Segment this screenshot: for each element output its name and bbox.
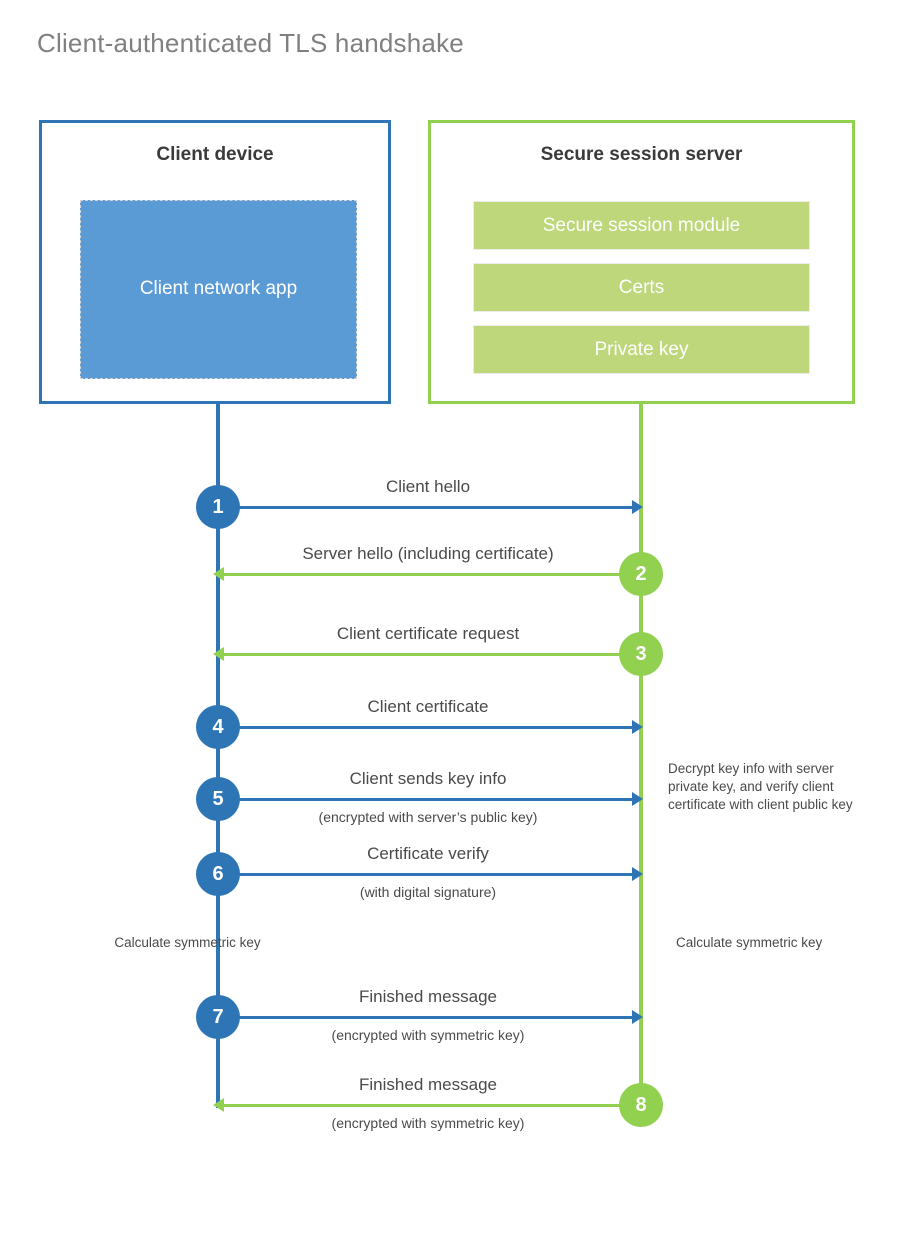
arrow-head-icon-2 (213, 567, 224, 581)
arrow-line-7 (218, 1016, 634, 1019)
message-sublabel-7: (encrypted with symmetric key) (331, 1027, 525, 1043)
secure-session-server-title: Secure session server (540, 144, 743, 165)
message-label-4: Client certificate (367, 697, 489, 716)
server-module-certs: Certs (473, 263, 810, 312)
arrow-line-5 (218, 798, 634, 801)
arrow-head-icon-5 (632, 792, 643, 806)
client-network-app-block: Client network app (80, 200, 357, 379)
page-title: Client-authenticated TLS handshake (37, 28, 464, 58)
step-badge-7[interactable]: 7 (196, 995, 240, 1039)
message-label-6: Certificate verify (367, 844, 489, 863)
server-calculate-symmetric-key-annotation: Calculate symmetric key (676, 935, 823, 950)
arrow-head-icon-3 (213, 647, 224, 661)
client-device-box: Client device Client network app (39, 120, 391, 404)
message-label-5: Client sends key info (349, 769, 507, 788)
message-label-8: Finished message (359, 1075, 497, 1094)
client-lifeline (216, 403, 220, 1108)
arrow-head-icon-4 (632, 720, 643, 734)
message-label-1: Client hello (385, 477, 471, 496)
message-sublabel-5: (encrypted with server’s public key) (318, 809, 538, 825)
arrow-line-4 (218, 726, 634, 729)
step-badge-6[interactable]: 6 (196, 852, 240, 896)
arrow-head-icon-8 (213, 1098, 224, 1112)
step-badge-2[interactable]: 2 (619, 552, 663, 596)
arrow-head-icon-6 (632, 867, 643, 881)
client-calculate-symmetric-key-annotation: Calculate symmetric key (114, 935, 261, 950)
client-device-title: Client device (156, 144, 274, 165)
server-lifeline (639, 403, 643, 1108)
message-label-2: Server hello (including certificate) (302, 544, 554, 563)
arrow-line-8 (224, 1104, 640, 1107)
arrow-line-1 (218, 506, 634, 509)
message-sublabel-6: (with digital signature) (359, 884, 497, 900)
arrow-line-3 (224, 653, 640, 656)
arrow-head-icon-7 (632, 1010, 643, 1024)
arrow-line-2 (224, 573, 640, 576)
server-module-private-key: Private key (473, 325, 810, 374)
server-decrypt-annotation: Decrypt key info with server private key… (668, 761, 853, 812)
step-badge-5[interactable]: 5 (196, 777, 240, 821)
arrow-head-icon-1 (632, 500, 643, 514)
message-sublabel-8: (encrypted with symmetric key) (331, 1115, 525, 1131)
step-badge-3[interactable]: 3 (619, 632, 663, 676)
step-badge-8[interactable]: 8 (619, 1083, 663, 1127)
secure-session-server-box: Secure session server Secure session mod… (428, 120, 855, 404)
message-label-7: Finished message (359, 987, 497, 1006)
arrow-line-6 (218, 873, 634, 876)
step-badge-4[interactable]: 4 (196, 705, 240, 749)
step-badge-1[interactable]: 1 (196, 485, 240, 529)
server-module-secure-session-module: Secure session module (473, 201, 810, 250)
message-label-3: Client certificate request (336, 624, 520, 643)
